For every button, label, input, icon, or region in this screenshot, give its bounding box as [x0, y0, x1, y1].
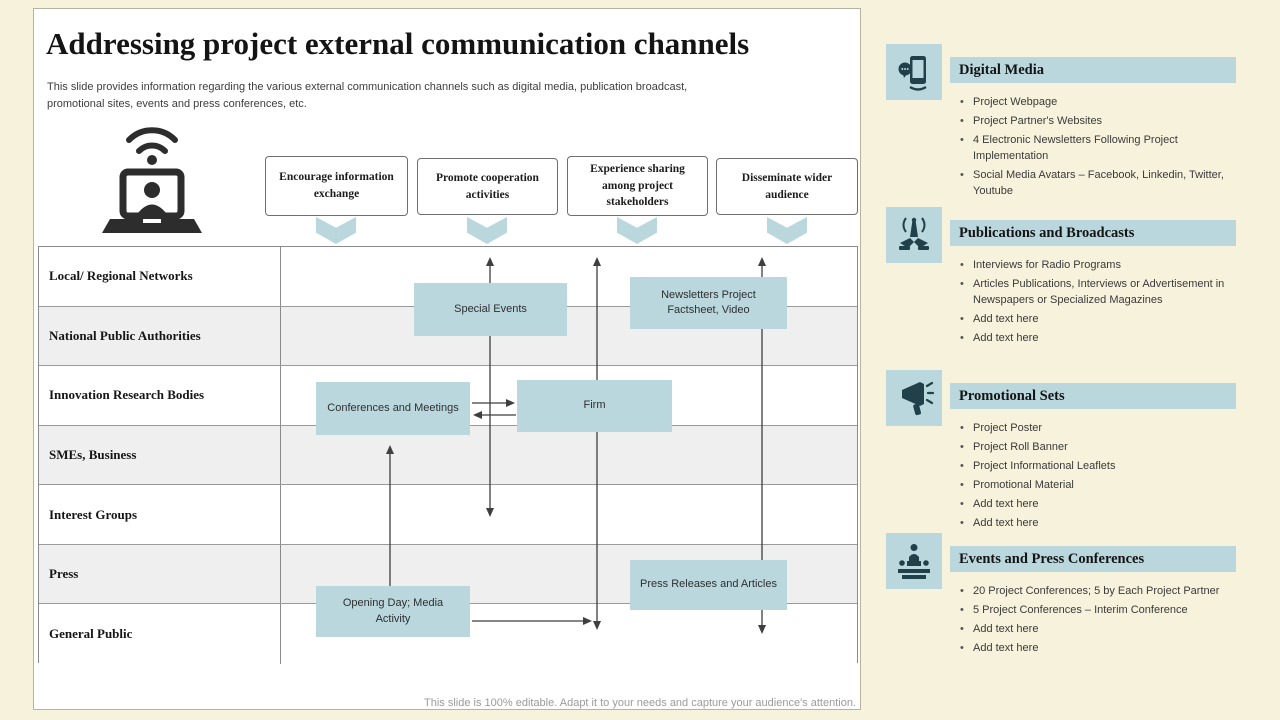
list-item: • Add text here [960, 640, 1234, 656]
page-title: Addressing project external communicatio… [46, 26, 750, 61]
bullet-text: Articles Publications, Interviews or Adv… [973, 278, 1225, 306]
bullet-icon: • [960, 134, 964, 146]
matrix-box-firm: Firm [517, 380, 672, 432]
bullet-text: 4 Electronic Newsletters Following Proje… [973, 134, 1178, 162]
bullet-icon: • [960, 332, 964, 344]
bullet-icon: • [960, 585, 964, 597]
press-conference-icon [886, 533, 942, 589]
bullet-icon: • [960, 422, 964, 434]
flow-header-disseminate: Disseminate wider audience [716, 158, 858, 215]
bullet-icon: • [960, 441, 964, 453]
bullet-text: Add text here [973, 313, 1039, 325]
list-item: • Project Webpage [960, 94, 1234, 110]
bullet-icon: • [960, 517, 964, 529]
matrix-box-conferences: Conferences and Meetings [316, 382, 470, 435]
list-item: • Interviews for Radio Programs [960, 257, 1234, 273]
section-title: Publications and Broadcasts [950, 220, 1236, 246]
row-label: National Public Authorities [39, 306, 281, 366]
section-title: Promotional Sets [950, 383, 1236, 409]
list-item: • Add text here [960, 311, 1234, 327]
table-row: SMEs, Business [39, 425, 857, 486]
list-item: • Add text here [960, 515, 1234, 531]
bullet-text: 5 Project Conferences – Interim Conferen… [973, 604, 1188, 616]
bullet-icon: • [960, 278, 964, 290]
list-item: • Add text here [960, 621, 1234, 637]
row-label: Innovation Research Bodies [39, 366, 281, 425]
list-item: • Project Informational Leaflets [960, 458, 1234, 474]
list-item: • Articles Publications, Interviews or Ad… [960, 276, 1234, 308]
list-item: • 5 Project Conferences – Interim Confere… [960, 602, 1234, 618]
flow-header-promote: Promote cooperation activities [417, 158, 558, 215]
bullet-text: Project Partner's Websites [973, 115, 1103, 127]
bullet-text: Social Media Avatars – Facebook, Linkedi… [973, 169, 1224, 197]
laptop-wifi-user-icon [96, 118, 208, 251]
sidebar-section-events: Events and Press Conferences • 20 Project… [886, 533, 1240, 696]
flow-header-experience: Experience sharing among project stakeho… [567, 156, 708, 216]
bullet-text: Project Roll Banner [973, 441, 1068, 453]
sidebar-section-publications: Publications and Broadcasts • Interviews … [886, 207, 1240, 370]
bullet-icon: • [960, 642, 964, 654]
bullet-text: 20 Project Conferences; 5 by Each Projec… [973, 585, 1220, 597]
bullet-icon: • [960, 479, 964, 491]
bullet-icon: • [960, 460, 964, 472]
bullet-icon: • [960, 498, 964, 510]
list-item: • 4 Electronic Newsletters Following Proj… [960, 132, 1234, 164]
bullet-list: • Project Poster • Project Roll Banner • Pr… [960, 420, 1234, 534]
matrix-box-special-events: Special Events [414, 283, 567, 336]
bullet-text: Promotional Material [973, 479, 1074, 491]
bullet-icon: • [960, 169, 964, 181]
list-item: • Project Poster [960, 420, 1234, 436]
bullet-text: Project Webpage [973, 96, 1058, 108]
bullet-icon: • [960, 623, 964, 635]
matrix-box-opening-day: Opening Day; Media Activity [316, 586, 470, 637]
bullet-icon: • [960, 115, 964, 127]
bullet-text: Add text here [973, 623, 1039, 635]
matrix-box-press-releases: Press Releases and Articles [630, 560, 787, 610]
sidebar-section-promotional: Promotional Sets • Project Poster • Projec… [886, 370, 1240, 533]
list-item: • Promotional Material [960, 477, 1234, 493]
flow-header-encourage: Encourage information exchange [265, 156, 408, 216]
table-row: Interest Groups [39, 485, 857, 545]
row-label: Local/ Regional Networks [39, 247, 281, 306]
broadcast-antenna-handshake-icon [886, 207, 942, 263]
list-item: • Social Media Avatars – Facebook, Linked… [960, 167, 1234, 199]
bullet-icon: • [960, 604, 964, 616]
megaphone-icon [886, 370, 942, 426]
bullet-list: • Interviews for Radio Programs • Articles… [960, 257, 1234, 349]
row-label: Press [39, 544, 281, 604]
editable-note: This slide is 100% editable. Adapt it to… [424, 697, 856, 709]
smartphone-chat-icon [886, 44, 942, 100]
list-item: • Project Roll Banner [960, 439, 1234, 455]
bullet-text: Project Poster [973, 422, 1043, 434]
list-item: • Add text here [960, 330, 1234, 346]
list-item: • Add text here [960, 496, 1234, 512]
bullet-list: • 20 Project Conferences; 5 by Each Proje… [960, 583, 1234, 659]
matrix-box-newsletters: Newsletters Project Factsheet, Video [630, 277, 787, 329]
bullet-text: Add text here [973, 642, 1039, 654]
row-label: Interest Groups [39, 485, 281, 544]
row-label: SMEs, Business [39, 425, 281, 485]
page-subtitle: This slide provides information regardin… [47, 81, 688, 110]
bullet-icon: • [960, 259, 964, 271]
bullet-text: Project Informational Leaflets [973, 460, 1116, 472]
list-item: • Project Partner's Websites [960, 113, 1234, 129]
bullet-text: Add text here [973, 332, 1039, 344]
bullet-icon: • [960, 96, 964, 108]
bullet-text: Add text here [973, 498, 1039, 510]
bullet-text: Add text here [973, 517, 1039, 529]
list-item: • 20 Project Conferences; 5 by Each Proje… [960, 583, 1234, 599]
bullet-text: Interviews for Radio Programs [973, 259, 1121, 271]
section-title: Events and Press Conferences [950, 546, 1236, 572]
bullet-icon: • [960, 313, 964, 325]
row-label: General Public [39, 604, 281, 664]
bullet-list: • Project Webpage • Project Partner's Webs… [960, 94, 1234, 202]
sidebar-section-digital-media: Digital Media • Project Webpage • Project … [886, 44, 1240, 207]
section-title: Digital Media [950, 57, 1236, 83]
